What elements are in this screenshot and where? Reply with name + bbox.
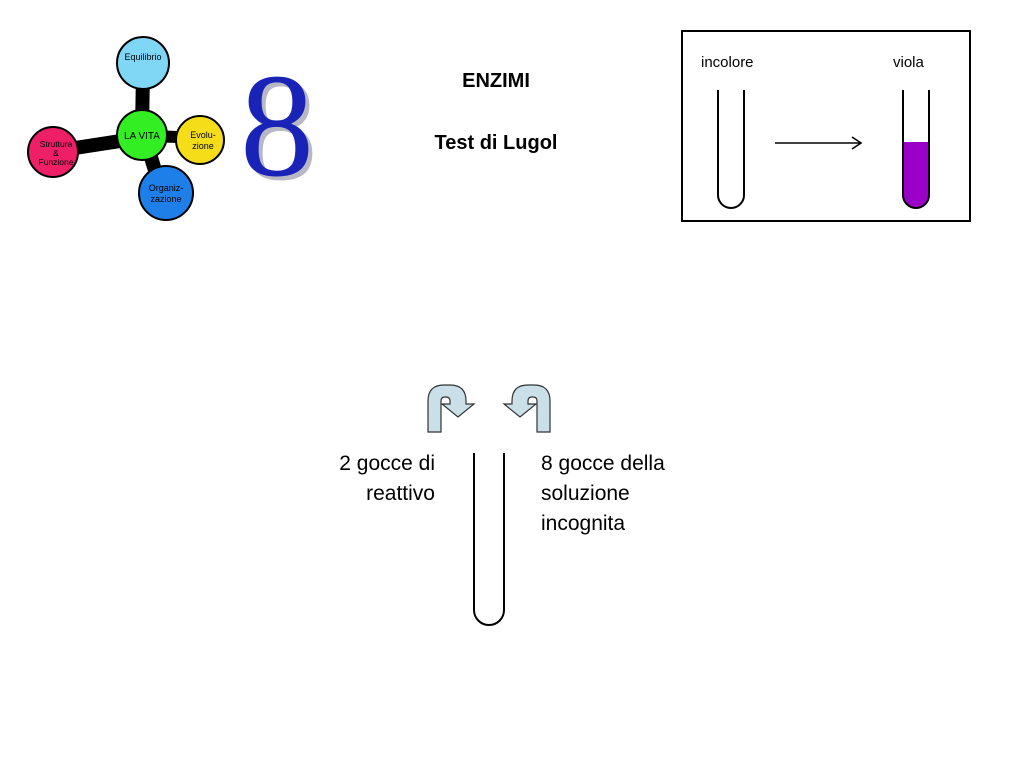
solution-text-line-1: 8 gocce della [541, 452, 665, 475]
chapter-number: 8 [240, 44, 314, 208]
label-incolore: incolore [701, 54, 754, 71]
la-vita-logo: Equilibrio Evolu- zione Organiz- zazione… [27, 36, 225, 221]
arrow-right-icon [851, 136, 863, 150]
solution-drops-text: 8 gocce della soluzione incognita [541, 449, 721, 539]
curved-arrow-left-icon [427, 384, 476, 433]
solution-text-line-2: soluzione [541, 482, 630, 505]
node-struttura-label-1: Struttura [40, 139, 73, 149]
node-struttura-label-3: Funzione [39, 157, 74, 167]
label-viola: viola [893, 54, 924, 71]
test-tube-violet [902, 90, 930, 209]
node-equilibrio-label: Equilibrio [124, 52, 161, 62]
reagent-text-line-2: reattivo [366, 482, 435, 505]
node-equilibrio [116, 36, 170, 90]
page-title: ENZIMI [462, 70, 530, 92]
reagent-text-line-1: 2 gocce di [339, 452, 435, 475]
curved-arrow-right-icon [502, 384, 551, 433]
node-struttura-funzione [27, 126, 79, 178]
test-tube-colorless [717, 90, 745, 209]
node-organizzazione-label-1: Organiz- [149, 183, 184, 193]
node-organizzazione [138, 165, 194, 221]
experiment-diagram [427, 384, 551, 626]
node-struttura-label-2: & [53, 148, 59, 158]
node-evoluzione-label-1: Evolu- [190, 130, 216, 140]
test-tube-main [473, 453, 505, 626]
node-evoluzione-label-2: zione [192, 141, 214, 151]
violet-liquid [903, 142, 929, 208]
solution-text-line-3: incognita [541, 512, 626, 535]
node-la-vita-label: LA VITA [124, 131, 160, 142]
reagent-drops-text: 2 gocce di reattivo [300, 449, 435, 509]
node-organizzazione-label-2: zazione [150, 194, 181, 204]
node-la-vita [116, 109, 168, 161]
node-evoluzione [175, 115, 225, 165]
color-reference-box: incolore viola [681, 30, 971, 222]
page-subtitle: Test di Lugol [434, 132, 558, 154]
reference-diagram [717, 90, 930, 209]
